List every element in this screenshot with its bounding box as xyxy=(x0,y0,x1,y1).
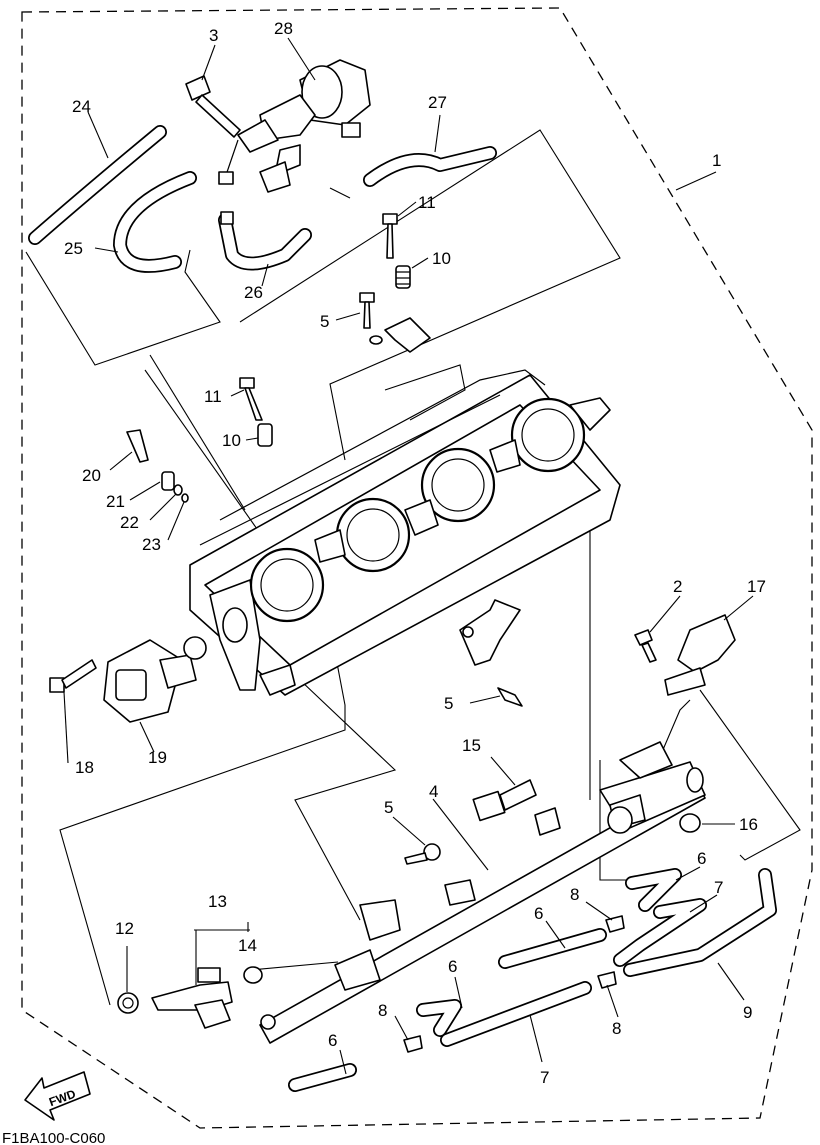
callout-3: 3 xyxy=(209,26,218,45)
callout-7-b: 7 xyxy=(540,1068,549,1087)
fuel-injector xyxy=(151,967,233,1029)
throttle-body xyxy=(189,369,621,696)
callout-28: 28 xyxy=(274,19,293,38)
callout-1: 1 xyxy=(712,151,721,170)
callout-10-left: 10 xyxy=(222,431,241,450)
bolt-3 xyxy=(185,75,241,138)
throttle-position-sensor xyxy=(49,636,207,723)
callout-7-a: 7 xyxy=(714,878,723,897)
screw-spring-left xyxy=(239,377,273,447)
callout-6-c: 6 xyxy=(448,957,457,976)
callout-23: 23 xyxy=(142,535,161,554)
assembly-boundary xyxy=(21,7,813,1129)
callout-22: 22 xyxy=(120,513,139,532)
callout-9: 9 xyxy=(743,1003,752,1022)
leader-lines xyxy=(63,37,754,1075)
callout-16: 16 xyxy=(739,815,758,834)
callout-10-upper: 10 xyxy=(432,249,451,268)
callout-labels: 1 2 3 4 5 5 5 6 6 6 6 7 7 8 8 8 9 10 10 … xyxy=(64,19,766,1087)
callout-15: 15 xyxy=(462,736,481,755)
callout-17: 17 xyxy=(747,577,766,596)
fuel-rail xyxy=(259,741,706,1044)
callout-25: 25 xyxy=(64,239,83,258)
callout-8-c: 8 xyxy=(612,1019,621,1038)
callout-19: 19 xyxy=(148,748,167,767)
callout-20: 20 xyxy=(82,466,101,485)
callout-18: 18 xyxy=(75,758,94,777)
temperature-sensor xyxy=(472,779,537,822)
callout-8-a: 8 xyxy=(570,885,579,904)
callout-13: 13 xyxy=(208,892,227,911)
callout-21: 21 xyxy=(106,492,125,511)
callout-11-upper: 11 xyxy=(418,193,436,212)
fuel-hoses-and-clips xyxy=(288,868,777,1092)
screw-spring-upper xyxy=(382,213,411,289)
bracket-upper xyxy=(359,292,431,353)
callout-5-rail: 5 xyxy=(384,798,393,817)
forward-arrow: FWD xyxy=(24,1071,91,1121)
pressure-valve-assembly xyxy=(218,59,371,225)
callout-5-upper: 5 xyxy=(320,312,329,331)
bracket-lower xyxy=(459,599,523,707)
figure-code: F1BA100-C060 xyxy=(2,1130,105,1145)
callout-6-b: 6 xyxy=(534,904,543,923)
callout-5-lower: 5 xyxy=(444,694,453,713)
vacuum-hoses xyxy=(28,125,497,273)
callout-8-b: 8 xyxy=(378,1001,387,1020)
callout-26: 26 xyxy=(244,283,263,302)
callout-2: 2 xyxy=(673,577,682,596)
callout-27: 27 xyxy=(428,93,447,112)
callout-6-d: 6 xyxy=(328,1031,337,1050)
callout-11-left: 11 xyxy=(204,387,222,406)
callout-14: 14 xyxy=(238,936,257,955)
intake-air-sensor xyxy=(634,614,736,696)
callout-6-a: 6 xyxy=(697,849,706,868)
callout-24: 24 xyxy=(72,97,91,116)
callout-12: 12 xyxy=(115,919,134,938)
callout-4: 4 xyxy=(429,782,438,801)
idle-screw-set xyxy=(126,429,189,503)
rail-hardware xyxy=(117,813,701,1014)
